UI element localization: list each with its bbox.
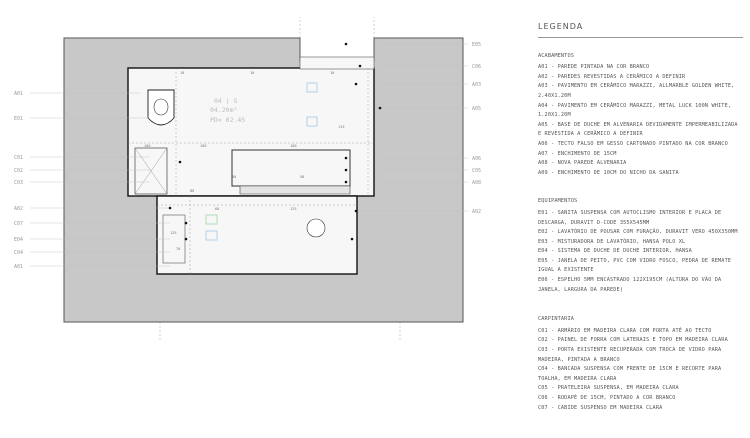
legend-item: C02 - PAINEL DE FORRA COM LATERAIS E TOP…	[538, 337, 728, 344]
dim-label: 58	[300, 175, 304, 179]
dim-label: 10	[180, 71, 184, 75]
callout-right-1: E05	[472, 42, 481, 48]
room-height: PD= 02.45	[210, 116, 245, 124]
legend-item: A01 - PAREDE PINTADA NA COR BRANCO	[538, 64, 650, 71]
callout-left-1: A01	[14, 91, 23, 97]
callout-right-5: A06	[472, 156, 481, 162]
legend-item: C03 - PORTA EXISTENTE RECUPERADA COM TRO…	[538, 347, 722, 363]
legend-list-equipamentos: E01 - SANITA SUSPENSA COM AUTOCLISMO INT…	[538, 209, 743, 295]
legend-item: A07 - ENCHIMENTO DE 15CM	[538, 150, 617, 157]
dim-label: 115	[338, 125, 345, 129]
room-area: 04.20m²	[210, 106, 237, 114]
upper-room	[127, 67, 375, 197]
callout-right-3: A03	[472, 82, 481, 88]
legend-panel: LEGENDA ACABAMENTOS A01 - PAREDE PINTADA…	[538, 22, 743, 432]
dim-label: 70	[176, 247, 180, 251]
callout-left-6: A02	[14, 206, 23, 212]
legend-item: E01 - SANITA SUSPENSA COM AUTOCLISMO INT…	[538, 209, 722, 226]
room-name: 04 | S	[214, 97, 238, 105]
callout-right-7: A08	[472, 180, 481, 186]
callout-right-8: A02	[472, 209, 481, 215]
callout-left-7: C07	[14, 221, 23, 227]
dim-label: 60	[215, 207, 219, 211]
legend-item: A05 - BASE DE DUCHE EM ALVENARIA DEVIDAM…	[538, 121, 738, 138]
legend-list-acabamentos: A01 - PAREDE PINTADA NA COR BRANCO A02 -…	[538, 63, 743, 178]
legend-title: LEGENDA	[538, 22, 743, 38]
callout-right-6: C05	[472, 168, 481, 174]
callout-right-4: A05	[472, 106, 481, 112]
callout-left-2: E01	[14, 116, 23, 122]
dim-label: 125	[290, 207, 297, 211]
legend-item: E05 - JANELA DE PEITO, PVC COM VIDRO FOS…	[538, 257, 732, 274]
dim-label: 125	[170, 231, 177, 235]
callout-left-9: C04	[14, 250, 23, 256]
drain-fixture	[306, 218, 326, 238]
legend-item: C06 - RODAPÉ DE 15CM, PINTADO A COR BRAN…	[538, 395, 676, 401]
legend-item: C01 - ARMÁRIO EM MADEIRA CLARA COM PORTA…	[538, 327, 712, 334]
legend-item: A03 - PAVIMENTO EM CERÂMICO MARAZZI, ALL…	[538, 83, 735, 99]
legend-item: A06 - TECTO FALSO EM GESSO CARTONADO PIN…	[538, 140, 728, 147]
floor-plan-drawing: A01 E01 C01 C02 C03 A02 C07 E04 C04 A01 …	[14, 17, 481, 340]
dim-label: 100	[144, 144, 151, 148]
legend-item: C05 - PRATELEIRA SUSPENSA, EM MADEIRA CL…	[538, 385, 679, 392]
callout-left-10: A01	[14, 264, 23, 270]
legend-item: E02 - LAVATÓRIO DE POUSAR COM FURAÇÃO, D…	[538, 229, 738, 236]
window-recess	[299, 56, 375, 70]
legend-item: A09 - ENCHIMENTO DE 10CM DO NICHO DA SAN…	[538, 169, 679, 176]
legend-item: A02 - PAREDES REVESTIDAS A CERÂMICO A DE…	[538, 73, 686, 80]
legend-item: C04 - BANCADA SUSPENSA COM FRENTE DE 15C…	[538, 366, 722, 382]
legend-section-heading: CARPINTARIA	[538, 316, 575, 323]
floor-plan: A01 E01 C01 C02 C03 A02 C07 E04 C04 A01 …	[14, 17, 481, 340]
dim-label: 90	[232, 175, 236, 179]
legend-item: E03 - MISTURADORA DE LAVATÓRIO, HANSA PO…	[538, 238, 686, 245]
dim-label: 80	[190, 189, 194, 193]
callout-left-4: C02	[14, 168, 23, 174]
dim-label: 10	[330, 71, 334, 75]
legend-section-heading: ACABAMENTOS	[538, 52, 575, 59]
callout-left-3: C01	[14, 155, 23, 161]
cabinet	[134, 147, 168, 195]
dim-label: 100	[200, 144, 207, 148]
callout-left-8: E04	[14, 237, 23, 243]
legend-item: A04 - PAVIMENTO EM CERÂMICO MARAZZI, MET…	[538, 102, 732, 119]
toilet-fixture	[147, 89, 175, 126]
callout-left-5: C03	[14, 180, 23, 186]
callout-right-2: C06	[472, 64, 481, 70]
legend-item: E06 - ESPELHO 5MM ENCASTRADO 122X195CM (…	[538, 277, 722, 293]
dim-label: 10	[250, 71, 254, 75]
legend-list-carpintaria: C01 - ARMÁRIO EM MADEIRA CLARA COM PORTA…	[538, 327, 743, 413]
legend-item: A08 - NOVA PAREDE ALVENARIA	[538, 160, 627, 167]
legend-item: C07 - CABIDE SUSPENSO EM MADEIRA CLARA	[538, 404, 663, 411]
partition-hatch	[239, 185, 351, 195]
lower-room	[156, 195, 358, 275]
legend-item: E04 - SISTEMA DE DUCHE DE DUCHE INTERIOR…	[538, 248, 692, 255]
legend-section-heading: EQUIPAMENTOS	[538, 198, 578, 205]
dim-label: 100	[290, 144, 297, 148]
